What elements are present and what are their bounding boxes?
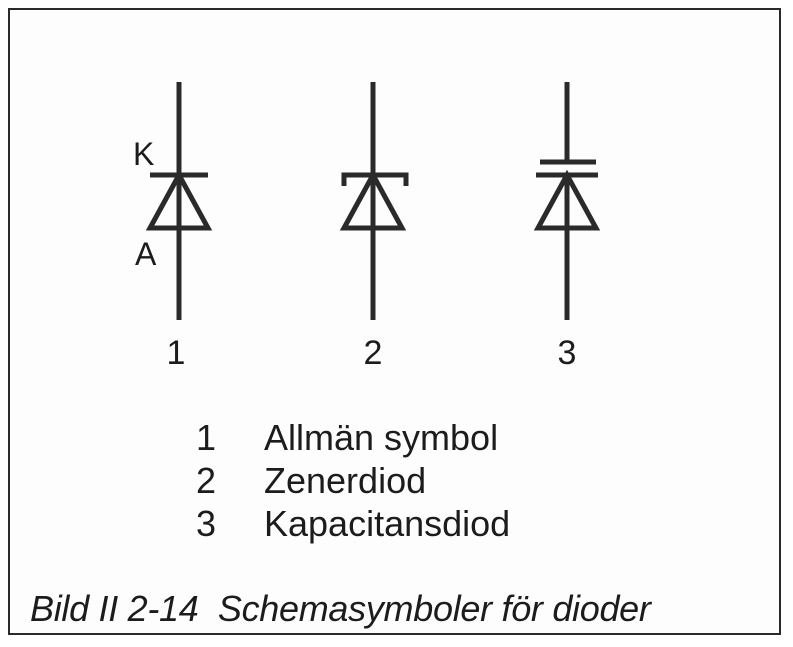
zener-diode-symbol (339, 82, 409, 320)
legend-item-number: 3 (196, 502, 217, 544)
legend-item-number: 1 (196, 416, 217, 458)
symbol-2-number: 2 (363, 334, 383, 372)
diode-2-triangle (339, 169, 407, 231)
diode-3-triangle (533, 169, 601, 231)
legend-item-label: Zenerdiod (264, 459, 427, 501)
legend-item: 1 Allmän symbol (188, 416, 510, 459)
figure-frame (8, 8, 781, 635)
anode-label: A (135, 236, 157, 272)
diode-1-triangle (145, 169, 213, 231)
legend: 1 Allmän symbol 2 Zenerdiod 3 Kapacitans… (188, 416, 510, 545)
symbol-1-number: 1 (166, 334, 186, 372)
cathode-label: K (133, 136, 155, 172)
legend-item: 2 Zenerdiod (188, 459, 510, 502)
figure-caption: Bild II 2-14 Schemasymboler för dioder (30, 588, 651, 629)
legend-item-label: Kapacitansdiod (264, 502, 511, 544)
general-diode-symbol (145, 82, 213, 320)
legend-item-label: Allmän symbol (264, 416, 499, 458)
symbol-3-number: 3 (557, 334, 577, 372)
legend-item-number: 2 (196, 459, 217, 501)
legend-item: 3 Kapacitansdiod (188, 502, 510, 545)
capacitance-diode-symbol (533, 82, 601, 320)
